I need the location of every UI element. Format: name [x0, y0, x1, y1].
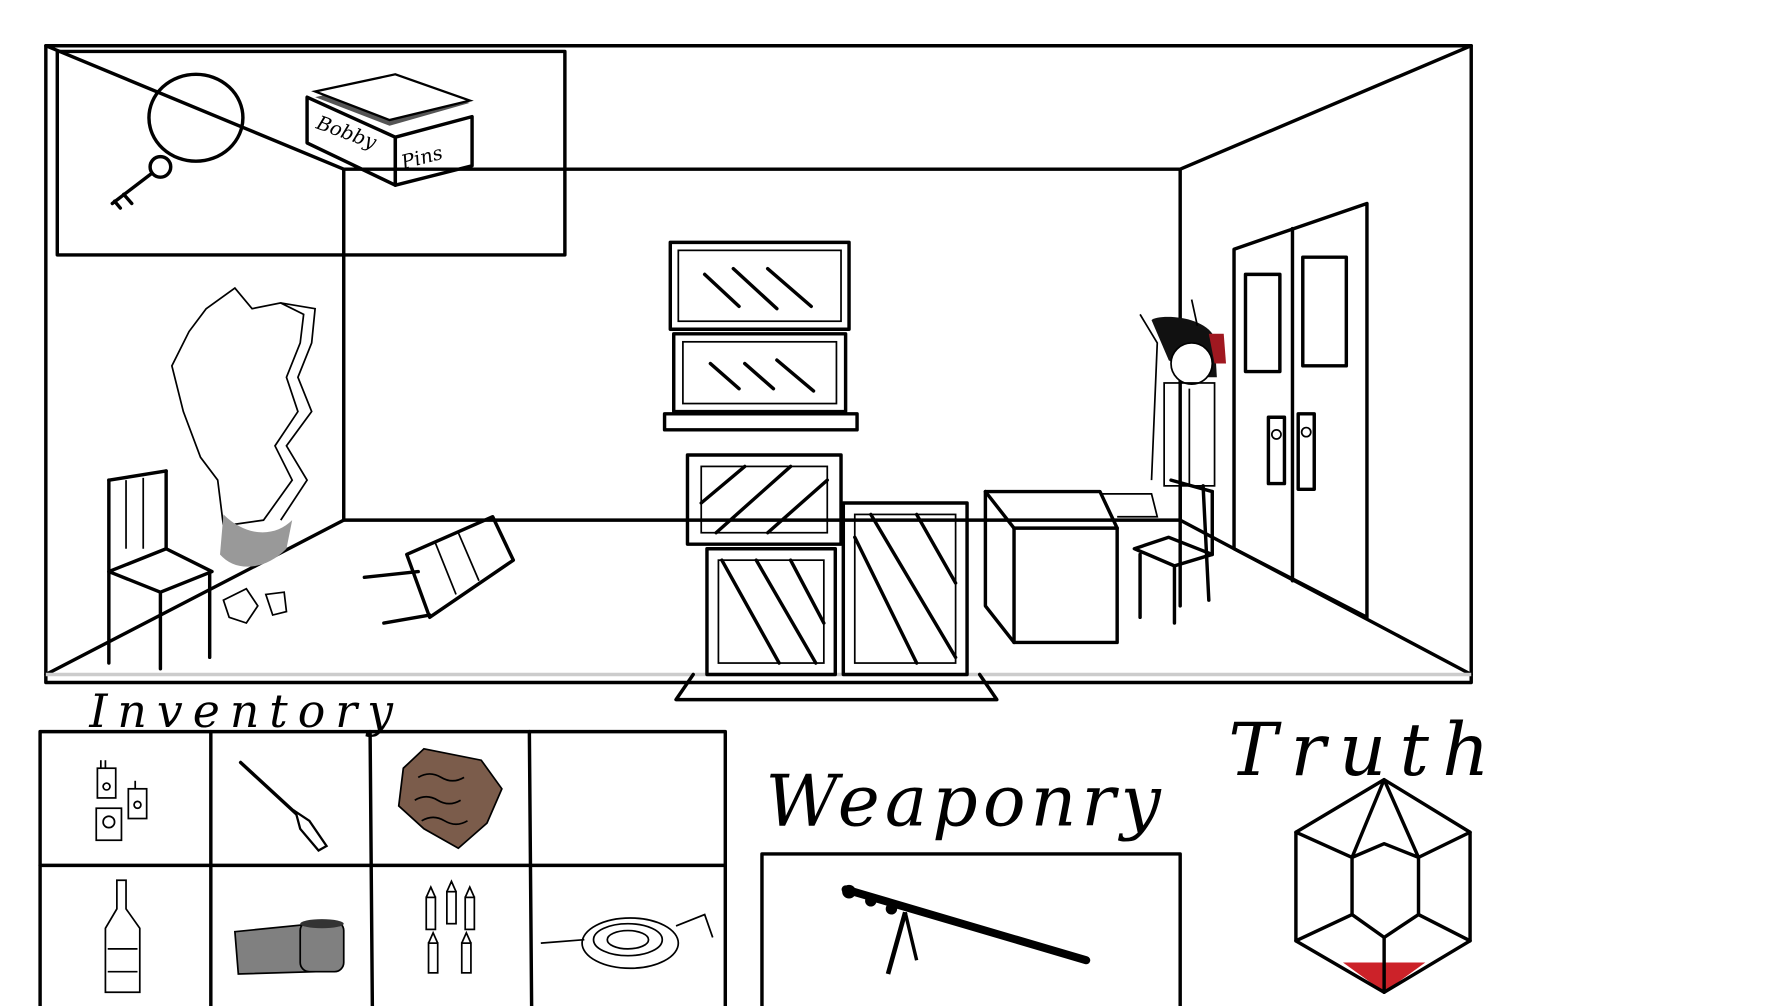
rifle-icon: [841, 884, 1091, 975]
chair[interactable]: [107, 469, 214, 671]
bullets-icon: [425, 879, 476, 974]
truth-meter: [1294, 777, 1472, 994]
box[interactable]: [983, 489, 1159, 645]
broken-wall-hole[interactable]: [170, 286, 317, 567]
inventory-slot-1[interactable]: [95, 760, 148, 842]
inventory-title: Inventory: [88, 685, 394, 738]
room-scene: [44, 44, 1473, 702]
window[interactable]: [662, 240, 859, 432]
inventory-slot-5[interactable]: [104, 879, 141, 994]
rubble[interactable]: [222, 587, 288, 625]
double-door[interactable]: [1232, 201, 1369, 620]
duct-tape-icon: [233, 919, 345, 975]
weaponry-title: Weaponry: [765, 759, 1161, 842]
screwdriver-icon: [238, 760, 329, 852]
leather-scrap-icon: [397, 747, 503, 850]
inventory-slot-2[interactable]: [238, 760, 329, 852]
toppled-chair[interactable]: [362, 515, 516, 625]
inventory-slot-8[interactable]: [540, 913, 714, 970]
rope-icon: [540, 913, 714, 970]
character[interactable]: [1132, 299, 1227, 625]
bottle-icon: [104, 879, 141, 994]
weapon-slot[interactable]: [760, 852, 1182, 1006]
inventory-slot-3[interactable]: [397, 747, 503, 850]
key-ring-icon[interactable]: [110, 72, 245, 210]
crate-stack[interactable]: [674, 453, 999, 702]
found-items-panel: Bobby Pins: [55, 49, 567, 257]
inventory-slot-6[interactable]: [233, 919, 345, 975]
truth-title: Truth: [1228, 708, 1489, 793]
inventory-slot-7[interactable]: [425, 879, 476, 974]
circuit-boards-icon: [95, 760, 148, 842]
inventory-grid: [38, 729, 728, 1006]
